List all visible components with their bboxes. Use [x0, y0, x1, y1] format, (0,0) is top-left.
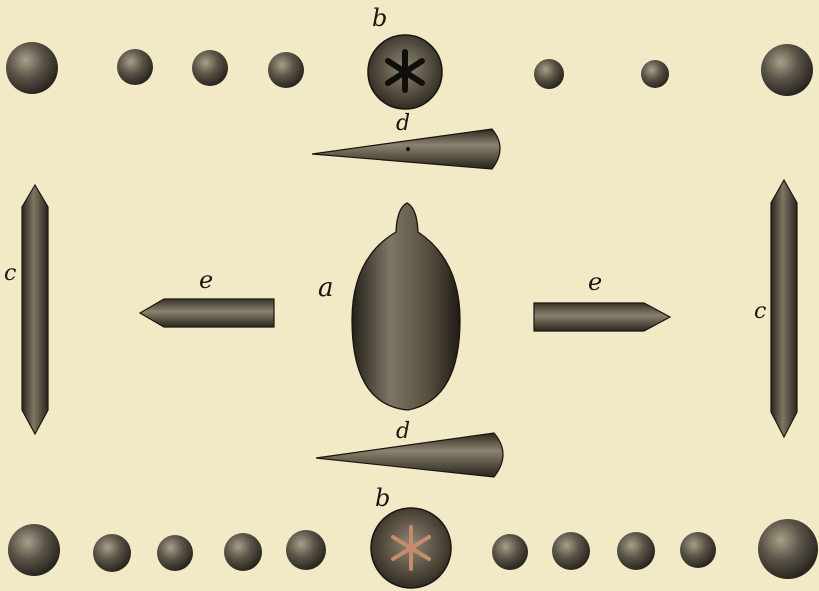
pellet: [552, 532, 590, 570]
label-b-bottom: b: [375, 484, 390, 512]
pellet: [758, 519, 818, 579]
pellet: [680, 532, 716, 568]
pellet: [192, 50, 228, 86]
pellet: [6, 42, 58, 94]
pellet: [617, 532, 655, 570]
starred-ball-bottom: [371, 508, 451, 588]
label-c-left: c: [4, 261, 16, 286]
pellet: [224, 533, 262, 571]
pellet: [761, 44, 813, 96]
pellet: [492, 534, 528, 570]
rod-right: [534, 303, 670, 331]
pellet: [286, 530, 326, 570]
pellet: [268, 52, 304, 88]
label-d-bottom: d: [396, 419, 410, 444]
label-c-right: c: [754, 299, 766, 324]
pellet: [641, 60, 669, 88]
pellet: [93, 534, 131, 572]
label-e-left: e: [199, 266, 213, 294]
label-a: a: [318, 273, 334, 303]
egg-body: [352, 203, 460, 410]
label-d-top: d: [396, 111, 410, 136]
label-b-top: b: [372, 4, 387, 32]
pellet: [8, 524, 60, 576]
pellet: [117, 49, 153, 85]
spindle-left: [22, 185, 48, 434]
pellet: [157, 535, 193, 571]
spindle-right: [771, 180, 797, 437]
rod-left: [140, 299, 274, 327]
label-e-right: e: [588, 268, 602, 296]
pellet: [534, 59, 564, 89]
starred-ball-top: [368, 35, 442, 109]
